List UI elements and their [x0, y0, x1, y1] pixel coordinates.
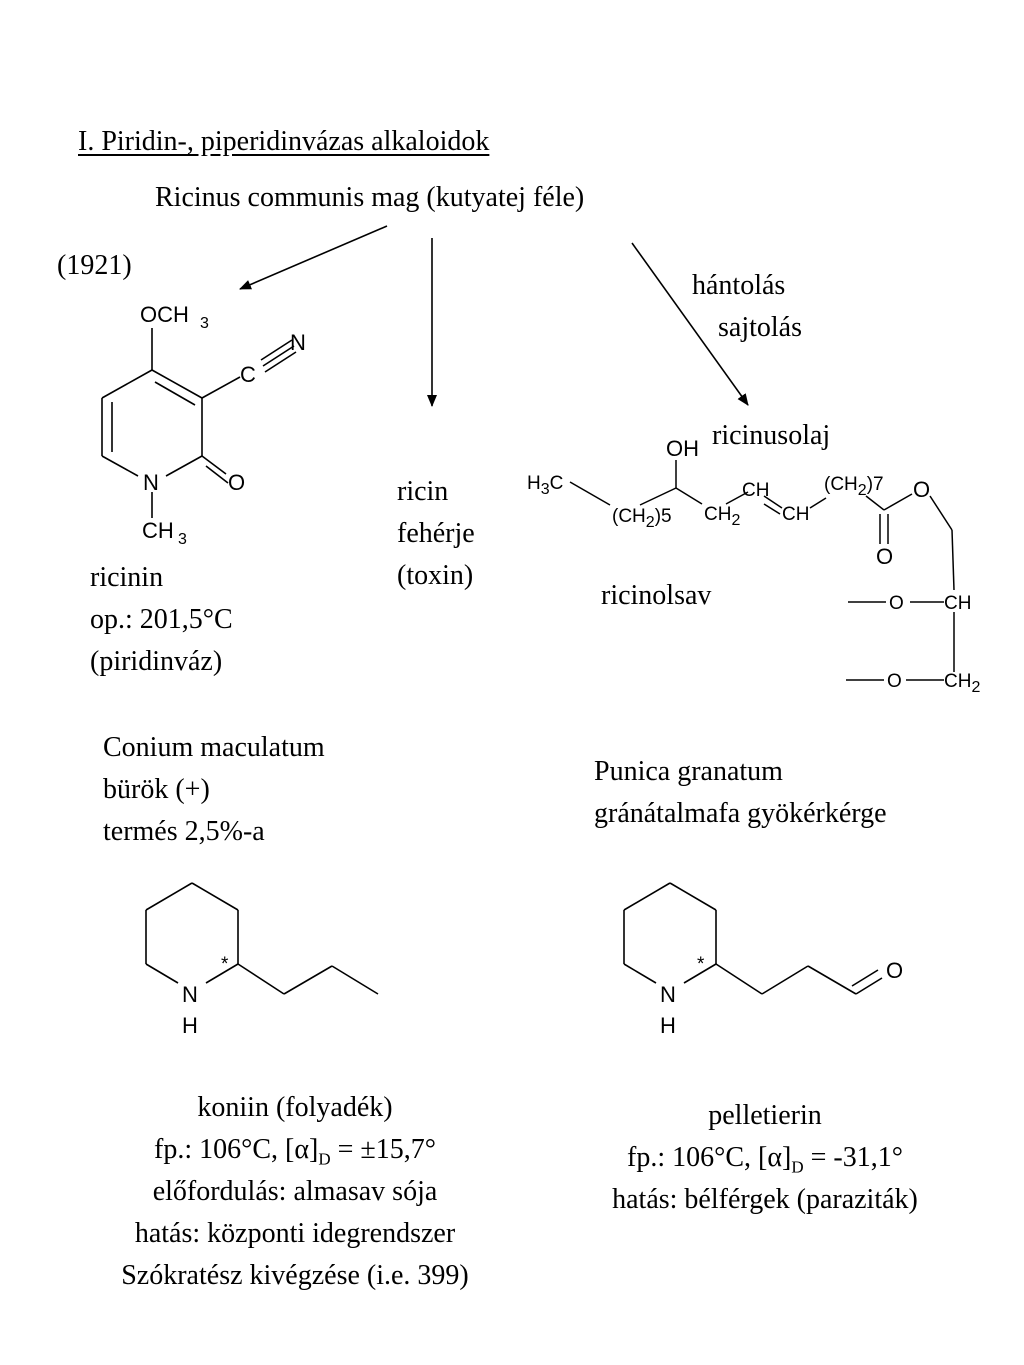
oil-atom-ch2-5: (CH2)5 — [612, 506, 672, 531]
oil-atom-ch-b: CH — [782, 504, 809, 525]
koniin-history: Szókratész kivégzése (i.e. 399) — [121, 1260, 469, 1291]
pelletierin-name: pelletierin — [708, 1100, 822, 1131]
pelletierin-atom-h: H — [660, 1013, 676, 1038]
ricin-label: ricin — [397, 476, 449, 507]
process-step-pressing: sajtolás — [718, 312, 802, 343]
pelletierin-chiral-star: * — [697, 954, 705, 975]
oil-atom-glycerol-ch: CH — [944, 593, 971, 614]
ricinin-atom-nitrile-n: N — [290, 330, 306, 355]
arrow-to-ricinusolaj — [631, 242, 749, 406]
ricinin-atom-och-sub: 3 — [200, 315, 209, 332]
pelletierin-atom-o: O — [886, 958, 903, 983]
koniin-boiling-point: fp.: 106°C, [α]D = ±15,7° — [40, 1132, 550, 1170]
year-label: (1921) — [57, 250, 132, 281]
arrow-to-ricinin — [239, 225, 388, 290]
ricin-protein-label: fehérje — [397, 518, 475, 549]
koniin-name: koniin (folyadék) — [197, 1092, 393, 1123]
koniin-effect: hatás: központi idegrendszer — [134, 1218, 456, 1249]
ricinin-atom-nitrile-c: C — [240, 362, 256, 387]
oil-atom-carbonyl-o: O — [876, 544, 893, 569]
koniin-bp-prefix: fp.: 106°C, [α] — [154, 1134, 319, 1165]
conium-common-name: bürök (+) — [103, 774, 210, 805]
oil-atom-glycerol-o1: O — [889, 593, 904, 614]
ricin-toxin-label: (toxin) — [397, 560, 474, 591]
ricinin-atom-n-methyl: CH — [142, 518, 174, 543]
ricinin-atom-n-methyl-sub: 3 — [178, 531, 187, 548]
pelletierin-structure: N H * O — [623, 882, 903, 1038]
pelletierin-bp-prefix: fp.: 106°C, [α] — [627, 1142, 792, 1173]
koniin-bp-sub: D — [318, 1149, 331, 1169]
koniin-atom-h: H — [182, 1013, 198, 1038]
oil-atom-h3c: H3C — [527, 473, 563, 498]
ricinin-skeleton: (piridinváz) — [90, 646, 223, 677]
pelletierin-bp-value: = -31,1° — [803, 1142, 903, 1173]
koniin-atom-n: N — [182, 982, 198, 1007]
ricinin-atom-ring-n: N — [143, 470, 159, 495]
oil-atom-glycerol-o2: O — [887, 671, 902, 692]
ricinin-melting-point: op.: 201,5°C — [90, 604, 233, 635]
ricinusolaj-structure: OH H3C (CH2)5 CH2 CH CH (CH2)7 O O O CH … — [527, 436, 980, 696]
pelletierin-effect: hatás: bélférgek (paraziták) — [612, 1184, 918, 1215]
source-plant-label: Ricinus communis mag (kutyatej féle) — [155, 182, 585, 213]
ricinolsav-label: ricinolsav — [601, 580, 712, 611]
oil-atom-oh: OH — [666, 436, 699, 461]
pelletierin-boiling-point: fp.: 106°C, [α]D = -31,1° — [540, 1140, 990, 1178]
oil-atom-ester-o: O — [913, 477, 930, 502]
ricinin-atom-carbonyl-o: O — [228, 470, 245, 495]
arrows — [239, 225, 749, 407]
ricinin-structure: OCH 3 C N N O CH 3 — [101, 302, 306, 548]
koniin-occurrence: előfordulás: almasav sója — [152, 1176, 438, 1207]
pelletierin-bp-sub: D — [791, 1157, 804, 1177]
punica-source: gránátalmafa gyökérkérge — [594, 798, 887, 829]
section-heading: I. Piridin-, piperidinvázas alkaloidok — [78, 126, 490, 157]
ricinin-name: ricinin — [90, 562, 164, 593]
ricinin-atom-och: OCH — [140, 302, 189, 327]
koniin-structure: N H * — [145, 882, 379, 1038]
conium-content: termés 2,5%-a — [103, 816, 265, 847]
punica-name: Punica granatum — [594, 756, 783, 787]
oil-atom-glycerol-ch2: CH2 — [944, 671, 980, 696]
conium-name: Conium maculatum — [103, 732, 325, 763]
koniin-chiral-star: * — [221, 954, 229, 975]
pelletierin-atom-n: N — [660, 982, 676, 1007]
process-step-hulling: hántolás — [692, 270, 786, 301]
ricinusolaj-label: ricinusolaj — [712, 420, 831, 451]
oil-atom-ch-a: CH — [742, 480, 769, 501]
oil-atom-ch2-7: (CH2)7 — [824, 474, 884, 499]
koniin-bp-value: = ±15,7° — [330, 1134, 436, 1165]
oil-atom-ch2: CH2 — [704, 504, 740, 529]
